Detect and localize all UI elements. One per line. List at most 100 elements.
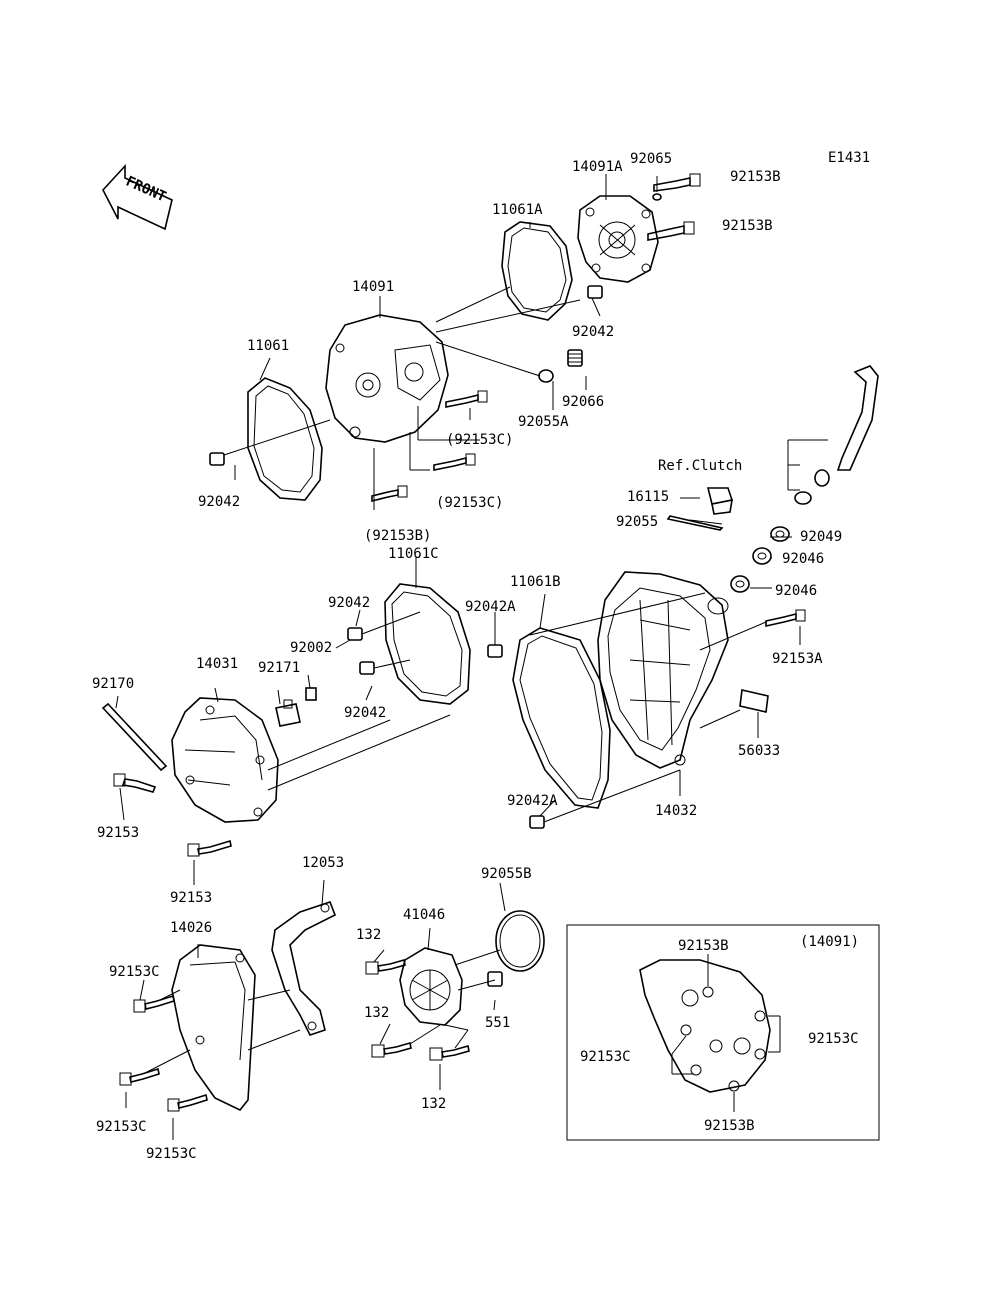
bolt-92153B-1-part [653,173,701,192]
bolt-92153C-2-part [119,1067,160,1086]
gasket-11061-part [247,377,323,501]
dowel-92042A-1-part [487,644,503,658]
label-14031: 14031 [196,656,238,672]
bolt-132-3-part [429,1044,470,1061]
dowel-92042-c-part [347,627,363,641]
inset-title: (14091) [800,934,859,950]
inset-label-92153C-right: 92153C [808,1031,859,1047]
cap-16115-part [706,487,734,515]
label-16115: 16115 [627,489,669,505]
label-92042-b: 92042 [198,494,240,510]
label-92055A: 92055A [518,414,569,430]
label-92046-2: 92046 [775,583,817,599]
label-92153-1: 92153 [97,825,139,841]
bolt-92153-2-part [187,839,232,857]
clutch-cover-14032-part [597,571,729,769]
grommet-92171-part [275,699,301,727]
label-14091A: 14091A [572,159,623,175]
bolt-92153-1-part [113,773,157,793]
oring-92055B-part [495,910,545,972]
label-92153C-par2: (92153C) [436,495,503,511]
bolt-92153B-2-part [647,221,695,241]
label-11061C: 11061C [388,546,439,562]
plug-92066-part [567,349,583,367]
dowel-92042A-2-part [529,815,545,829]
cover-14091A-part [577,195,659,283]
front-arrow-icon: FRONT [102,163,173,231]
oring-92055-part [666,515,724,531]
bolt-92153C-3-part [167,1093,208,1112]
nut-92046-2-part [730,575,750,593]
label-92055: 92055 [616,514,658,530]
label-92042-c: 92042 [328,595,370,611]
dowel-551-part [487,971,503,987]
bolt-132-1-part [365,958,406,975]
oring-92055A-part [538,369,554,383]
label-92042-a: 92042 [572,324,614,340]
label-56033-part [739,689,769,713]
label-56033: 56033 [738,743,780,759]
label-11061: 11061 [247,338,289,354]
label-92153C-2: 92153C [96,1119,147,1135]
label-92153-2: 92153 [170,890,212,906]
pin-92170-part [101,702,168,772]
washer-92065-part [652,193,662,201]
cover-14091-part [325,314,449,443]
label-92046-1: 92046 [782,551,824,567]
label-132-1: 132 [356,927,381,943]
label-132-2: 132 [364,1005,389,1021]
label-14026: 14026 [170,920,212,936]
label-11061A: 11061A [492,202,543,218]
label-14032: 14032 [655,803,697,819]
cover-14026-part [171,944,256,1111]
label-92042A-2: 92042A [507,793,558,809]
label-41046: 41046 [403,907,445,923]
label-92049: 92049 [800,529,842,545]
label-92153B-par: (92153B) [364,528,431,544]
stator-cover-14031-part [171,697,279,823]
dowel-92042-a-part [587,285,603,299]
bolt-92153B-par-part [371,485,408,503]
label-132-3: 132 [421,1096,446,1112]
label-92066: 92066 [562,394,604,410]
screw-92002-part [305,687,317,701]
bolt-92153A-part [765,609,806,627]
bracket-12053-part [271,900,337,1036]
seal-92049-part [770,526,790,542]
label-92055B: 92055B [481,866,532,882]
label-92153B-2: 92153B [722,218,773,234]
label-551: 551 [485,1015,510,1031]
gasket-11061B-part [512,627,611,809]
label-12053: 12053 [302,855,344,871]
label-92153C-1: 92153C [109,964,160,980]
label-92153C-3: 92153C [146,1146,197,1162]
inset-box [566,924,880,1141]
label-92002: 92002 [290,640,332,656]
diagram-code: E1431 [828,150,870,166]
clutch-lever-part [794,365,879,505]
label-92042A-1: 92042A [465,599,516,615]
label-92042-d: 92042 [344,705,386,721]
inset-cover-14091-part [639,959,771,1093]
label-11061B: 11061B [510,574,561,590]
inset-label-92153C-left: 92153C [580,1049,631,1065]
dowel-92042-d-part [359,661,375,675]
nut-92046-1-part [752,547,772,565]
label-92153A: 92153A [772,651,823,667]
label-92065: 92065 [630,151,672,167]
dowel-92042-b-part [209,452,225,466]
bolt-92153C-par2-part [433,453,476,471]
label-ref-clutch: Ref.Clutch [658,458,742,474]
bolt-92153C-1-part [133,994,175,1013]
gasket-11061A-part [501,221,573,321]
inset-label-92153B-bot: 92153B [704,1118,755,1134]
label-92153C-par1: (92153C) [446,432,513,448]
cylinder-41046-part [399,947,463,1026]
bolt-92153C-par1-part [445,390,488,408]
label-92170: 92170 [92,676,134,692]
bolt-132-2-part [371,1041,412,1058]
label-14091: 14091 [352,279,394,295]
gasket-11061C-part [384,583,471,705]
label-92153B-1: 92153B [730,169,781,185]
